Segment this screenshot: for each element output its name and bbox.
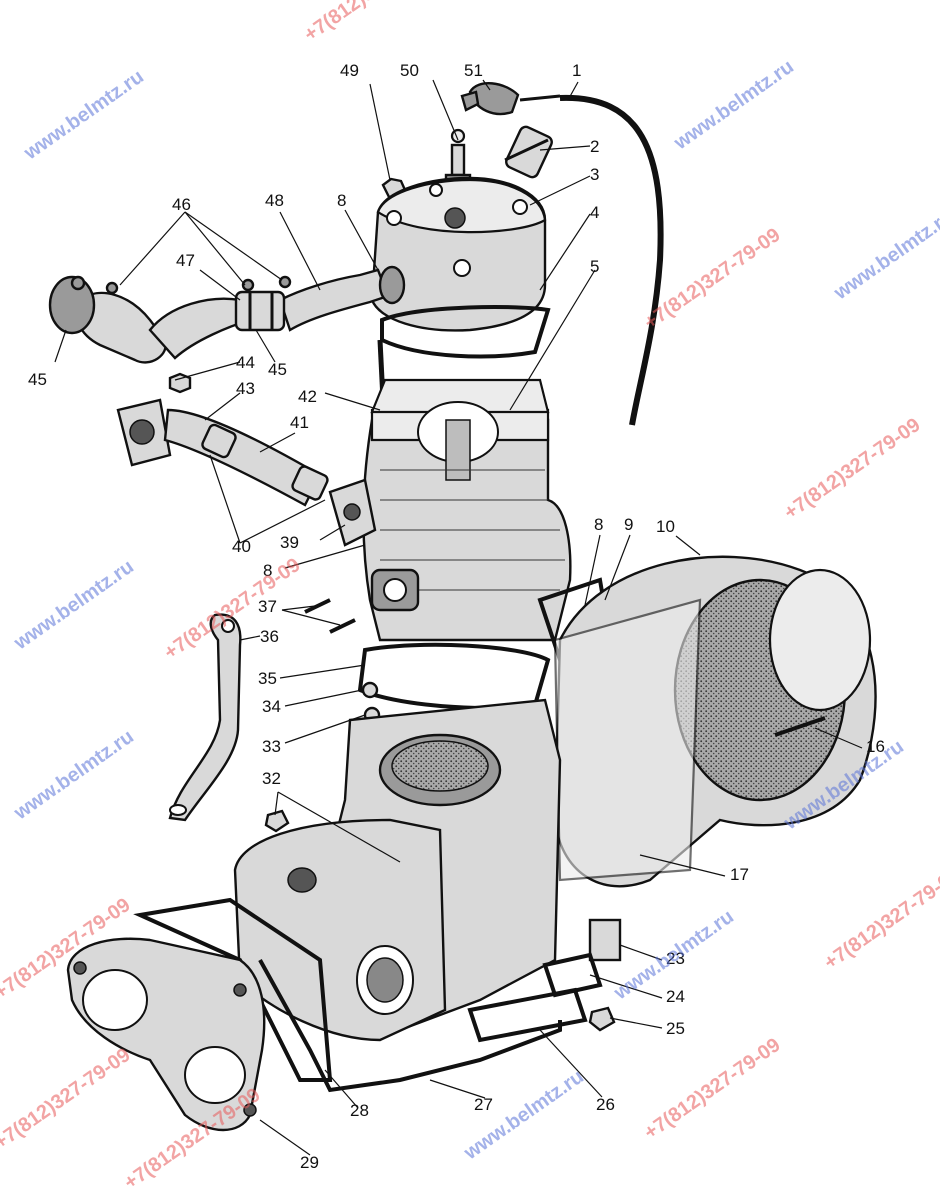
- cable-terminal: [519, 94, 561, 102]
- dowel-pin: [304, 598, 331, 614]
- callout-label: 49: [340, 61, 359, 80]
- bracket-strap: [168, 613, 242, 822]
- callout-label: 48: [265, 191, 284, 210]
- spark-plug-cap-stem: [460, 90, 480, 112]
- callout-label: 37: [258, 597, 277, 616]
- watermark-site: www.belmtz.ru: [669, 56, 797, 155]
- callout-label: 35: [258, 669, 277, 688]
- watermark-phone: +7(812)327-79-09: [780, 414, 924, 524]
- callout-label: 33: [262, 737, 281, 756]
- callout-label: 28: [350, 1101, 369, 1120]
- callout-label: 47: [176, 251, 195, 270]
- crankcase: [233, 698, 622, 1042]
- callout-label: 8: [594, 515, 603, 534]
- callout-label: 51: [464, 61, 483, 80]
- gasket-27: [258, 959, 562, 1093]
- watermark-site: www.belmtz.ru: [19, 66, 147, 165]
- spark-plug-cap: [468, 82, 520, 116]
- callout-label: 3: [590, 165, 599, 184]
- callout-label: 43: [236, 379, 255, 398]
- leader-lines: [54, 79, 863, 1156]
- callout-label: 2: [590, 137, 599, 156]
- callout-label: 46: [172, 195, 191, 214]
- plug-34: [361, 681, 379, 699]
- callout-label: 32: [262, 769, 281, 788]
- cylinder-head: [370, 176, 547, 332]
- callout-label: 27: [474, 1095, 493, 1114]
- callout-label: 39: [280, 533, 299, 552]
- watermark-site: www.belmtz.ru: [459, 1066, 587, 1165]
- callout-label: 42: [298, 387, 317, 406]
- callout-label: 9: [624, 515, 633, 534]
- side-cover: [66, 937, 266, 1132]
- cylinder-base-gasket: [357, 642, 551, 710]
- callout-label: 45: [28, 370, 47, 389]
- callout-label: 44: [236, 353, 255, 372]
- cylinder: [362, 378, 572, 642]
- callout-label: 41: [290, 413, 309, 432]
- callout-label: 10: [656, 517, 675, 536]
- callout-label: 50: [400, 61, 419, 80]
- callout-labels: 1 2 3 4 5 8 8 8 9 10 16 17 23 24 25 26 2…: [28, 61, 885, 1172]
- watermark-site: www.belmtz.ru: [9, 726, 137, 825]
- plug-32: [264, 809, 290, 833]
- callout-label: 29: [300, 1153, 319, 1172]
- callout-label: 34: [262, 697, 281, 716]
- callout-label: 36: [260, 627, 279, 646]
- callout-label: 8: [337, 191, 346, 210]
- dowel-pin-2: [329, 618, 356, 634]
- sump-gasket-26: [467, 987, 588, 1043]
- callout-label: 17: [730, 865, 749, 884]
- parts-drawing: [48, 82, 877, 1132]
- head-gasket: [380, 305, 551, 359]
- callout-label: 5: [590, 257, 599, 276]
- callout-label: 16: [866, 737, 885, 756]
- watermark-phone: +7(812)327-79-09: [820, 864, 940, 974]
- crankcase-gasket-24: [542, 952, 603, 998]
- callout-label: 1: [572, 61, 581, 80]
- watermark-site: www.belmtz.ru: [9, 556, 137, 655]
- watermark-phone: +7(812)327-79-09: [640, 1034, 784, 1144]
- watermark-site: www.belmtz.ru: [829, 206, 940, 305]
- water-inlet-pipe: [116, 372, 377, 547]
- outlet-hose: [278, 265, 406, 332]
- callout-label: 23: [666, 949, 685, 968]
- callout-label: 40: [232, 537, 251, 556]
- callout-label: 25: [666, 1019, 685, 1038]
- flywheel-housing: [553, 555, 877, 888]
- water-hose-assembly: [48, 275, 292, 364]
- callout-label: 4: [590, 203, 599, 222]
- callout-label: 45: [268, 360, 287, 379]
- callout-label: 24: [666, 987, 685, 1006]
- callout-label: 8: [263, 561, 272, 580]
- decompressor-valve: [504, 125, 553, 179]
- watermark-phone: +7(812)327-79-09: [300, 0, 444, 46]
- plug-25: [588, 1006, 616, 1032]
- callout-label: 26: [596, 1095, 615, 1114]
- ignition-cable: [559, 94, 664, 426]
- watermark-phone: +7(812)327-79-09: [0, 1044, 134, 1154]
